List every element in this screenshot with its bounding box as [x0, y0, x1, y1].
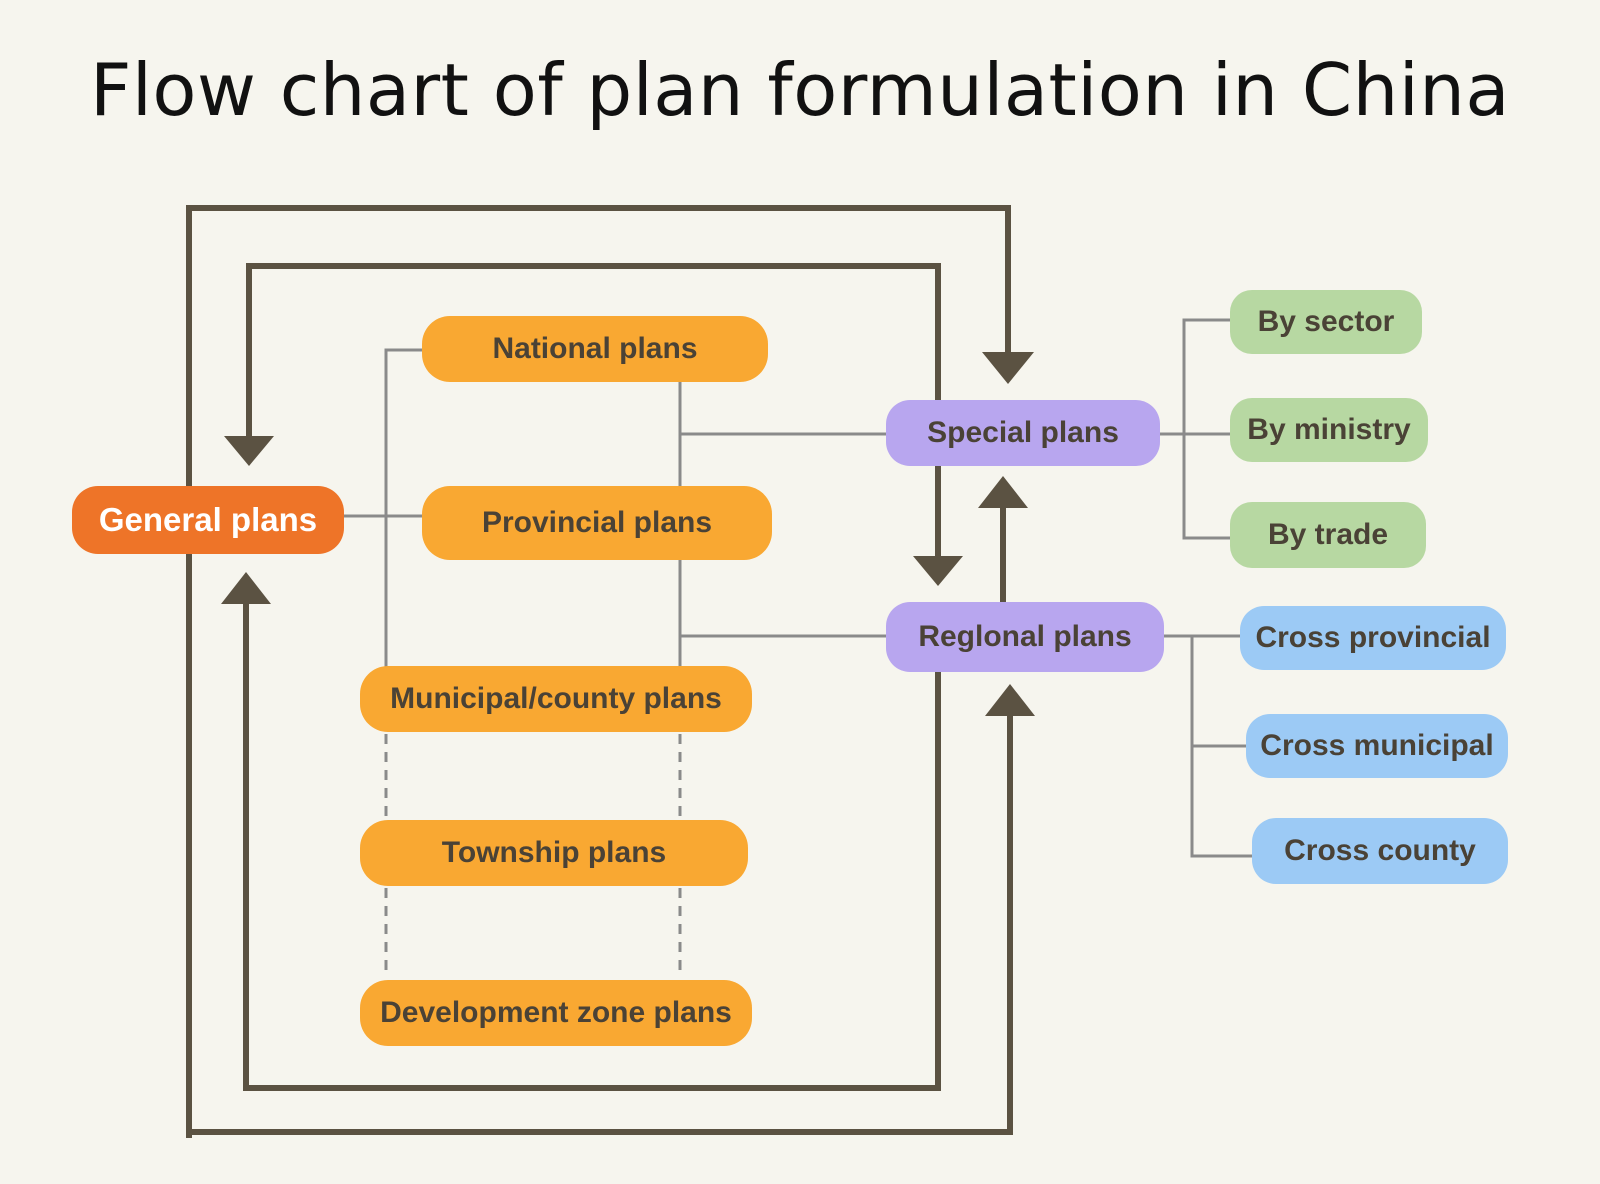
special-plans-label: Special plans	[927, 416, 1119, 449]
arrow-up-to-regional	[985, 684, 1035, 716]
municipal-county-plans-node: Municipal/county plans	[360, 666, 752, 732]
arrow-up-to-special	[978, 476, 1028, 508]
cross-municipal-node: Cross municipal	[1246, 714, 1508, 778]
general-plans-node: General plans	[72, 486, 344, 554]
special-subtypes-bracket	[1182, 318, 1230, 540]
township-plans-label: Township plans	[441, 836, 667, 869]
development-zone-plans-node: Development zone plans	[360, 980, 752, 1046]
cross-provincial-node: Cross provincial	[1240, 606, 1506, 670]
township-plans-node: Township plans	[360, 820, 748, 886]
cross-county-node: Cross county	[1252, 818, 1508, 884]
development-zone-plans-label: Development zone plans	[380, 996, 732, 1029]
arrow-down-to-regional	[913, 556, 963, 586]
outer-loop-top	[186, 205, 1011, 1138]
special-plans-node: Special plans	[886, 400, 1160, 466]
provincial-plans-label: Provincial plans	[481, 506, 713, 539]
diagram-title: Flow chart of plan formulation in China	[89, 48, 1511, 132]
cross-municipal-label: Cross municipal	[1260, 729, 1494, 762]
by-ministry-label: By ministry	[1247, 413, 1411, 446]
by-sector-label: By sector	[1257, 305, 1395, 338]
by-trade-label: By trade	[1267, 518, 1389, 551]
municipal-county-plans-label: Municipal/county plans	[390, 682, 722, 715]
cross-county-label: Cross county	[1284, 834, 1476, 867]
inner-loop-bottom	[243, 604, 941, 1091]
provincial-plans-node: Provincial plans	[422, 486, 772, 560]
by-sector-node: By sector	[1230, 290, 1422, 354]
hierarchy-left-bracket	[384, 348, 422, 668]
feedback-loops	[186, 205, 1013, 1138]
national-plans-node: National plans	[422, 316, 768, 382]
arrow-down-to-general	[224, 436, 274, 466]
by-trade-node: By trade	[1230, 502, 1426, 568]
arrow-up-to-general	[221, 572, 271, 604]
dashed-lines	[384, 734, 682, 978]
regional-plans-node: Reglonal plans	[886, 602, 1164, 672]
general-plans-label: General plans	[98, 501, 318, 538]
arrowheads	[221, 352, 1035, 716]
regional-plans-label: Reglonal plans	[918, 620, 1132, 653]
by-ministry-node: By ministry	[1230, 398, 1428, 462]
outer-loop-bottom	[189, 712, 1013, 1135]
cross-provincial-label: Cross provincial	[1255, 621, 1491, 654]
regional-subtypes-bracket	[1190, 636, 1252, 858]
arrow-down-to-special	[982, 352, 1034, 384]
national-plans-label: National plans	[492, 332, 698, 365]
